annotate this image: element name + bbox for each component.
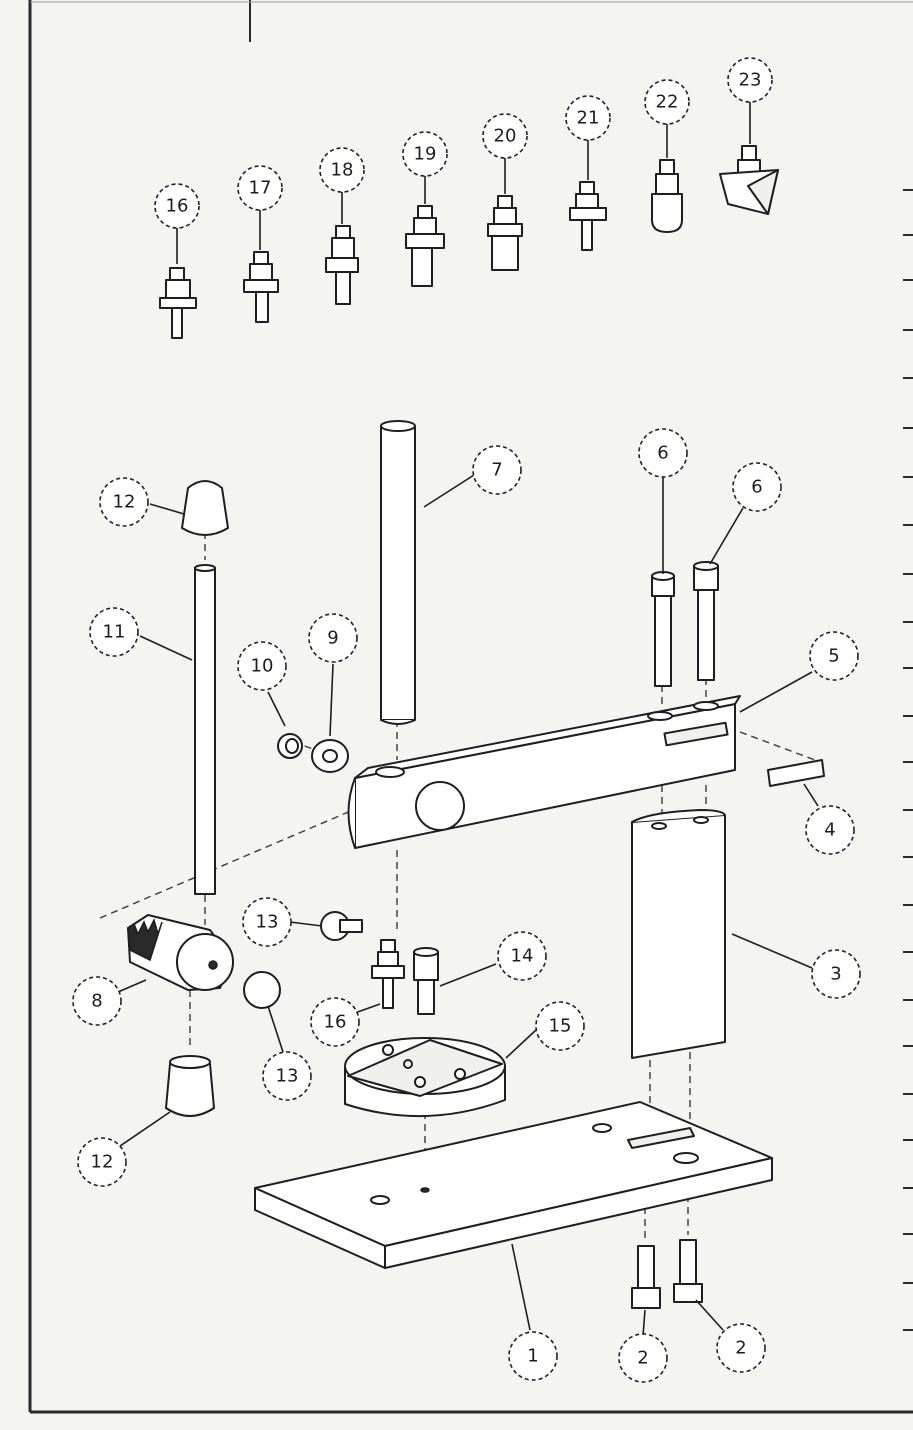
callout-6-left: 6 [638, 428, 688, 478]
sheet-frame [28, 0, 913, 1414]
svg-text:19: 19 [414, 144, 437, 165]
callout-11: 11 [89, 607, 139, 657]
svg-text:20: 20 [494, 126, 517, 147]
callout-20: 20 [482, 113, 528, 159]
screw-part-6-right [693, 561, 719, 681]
bolt-part-2-left [631, 1245, 661, 1309]
callout-4: 4 [805, 805, 855, 855]
callout-21: 21 [565, 95, 611, 141]
punch-insert-20 [487, 195, 523, 271]
callout-7: 7 [472, 445, 522, 495]
leader-lines [117, 102, 819, 1337]
bolt-part-2-right [673, 1239, 703, 1303]
svg-text:1: 1 [527, 1346, 538, 1367]
base-plate-part-1 [254, 1101, 773, 1269]
svg-text:10: 10 [251, 656, 274, 677]
svg-text:2: 2 [735, 1338, 746, 1359]
svg-text:6: 6 [657, 443, 668, 464]
punch-insert-21 [569, 181, 607, 251]
svg-text:12: 12 [113, 492, 136, 513]
upright-block-part-3 [631, 809, 726, 1059]
svg-text:12: 12 [91, 1152, 114, 1173]
cap-screw-part-14 [413, 947, 439, 1015]
svg-text:15: 15 [549, 1016, 572, 1037]
column-part-7 [380, 420, 416, 725]
svg-text:16: 16 [324, 1012, 347, 1033]
callout-13-lower: 13 [262, 1051, 312, 1101]
callout-18: 18 [319, 147, 365, 193]
svg-text:3: 3 [830, 964, 841, 985]
callout-12-bottom: 12 [77, 1137, 127, 1187]
svg-text:16: 16 [166, 196, 189, 217]
screw-part-6-left [651, 571, 675, 687]
callout-16: 16 [154, 183, 200, 229]
callout-15: 15 [535, 1001, 585, 1051]
pinion-hub-part-8 [127, 914, 234, 991]
callout-5: 5 [809, 631, 859, 681]
svg-text:4: 4 [824, 820, 835, 841]
svg-text:23: 23 [739, 70, 762, 91]
svg-text:8: 8 [91, 991, 102, 1012]
svg-text:11: 11 [103, 622, 126, 643]
handle-knob-part-12-top [181, 480, 229, 536]
arm-part-5 [347, 695, 741, 849]
punch-insert-16-assembled [371, 939, 405, 1009]
punch-insert-19 [405, 205, 445, 287]
callout-12-top: 12 [99, 477, 149, 527]
punch-insert-18 [325, 225, 359, 305]
retaining-ring-part-10 [277, 733, 303, 759]
callout-19: 19 [402, 131, 448, 177]
svg-text:17: 17 [249, 178, 272, 199]
die-holder-part-15 [344, 1037, 506, 1118]
callout-16-assembled: 16 [310, 997, 360, 1047]
callout-3: 3 [811, 949, 861, 999]
svg-text:22: 22 [656, 92, 679, 113]
punch-insert-17 [243, 251, 279, 323]
svg-text:9: 9 [327, 628, 338, 649]
callout-2-left: 2 [618, 1333, 668, 1383]
pin-part-13-upper [320, 911, 363, 941]
callout-17: 17 [237, 165, 283, 211]
svg-text:13: 13 [256, 912, 279, 933]
callout-bubbles: 16 17 18 19 20 21 22 23 12 7 6 6 11 10 9… [72, 57, 861, 1383]
svg-text:21: 21 [577, 108, 600, 129]
callout-13-upper: 13 [242, 897, 292, 947]
svg-text:7: 7 [491, 460, 502, 481]
callout-10: 10 [237, 641, 287, 691]
callout-1: 1 [508, 1331, 558, 1381]
punch-insert-23 [719, 145, 779, 215]
svg-text:2: 2 [637, 1348, 648, 1369]
svg-text:6: 6 [751, 477, 762, 498]
washer-part-9 [311, 739, 349, 773]
callout-22: 22 [644, 79, 690, 125]
key-part-4 [767, 759, 825, 787]
handle-knob-part-12-bottom [165, 1055, 215, 1117]
callout-23: 23 [727, 57, 773, 103]
svg-text:14: 14 [511, 946, 534, 967]
callout-6-right: 6 [732, 462, 782, 512]
pin-part-13-lower [243, 971, 281, 1009]
svg-text:18: 18 [331, 160, 354, 181]
svg-text:5: 5 [828, 646, 839, 667]
callout-2-right: 2 [716, 1323, 766, 1373]
punch-insert-16 [159, 267, 197, 339]
svg-text:13: 13 [276, 1066, 299, 1087]
callout-14: 14 [497, 931, 547, 981]
callout-9: 9 [308, 613, 358, 663]
punch-insert-22 [651, 159, 683, 233]
callout-8: 8 [72, 976, 122, 1026]
lever-rod-part-11 [194, 564, 216, 895]
